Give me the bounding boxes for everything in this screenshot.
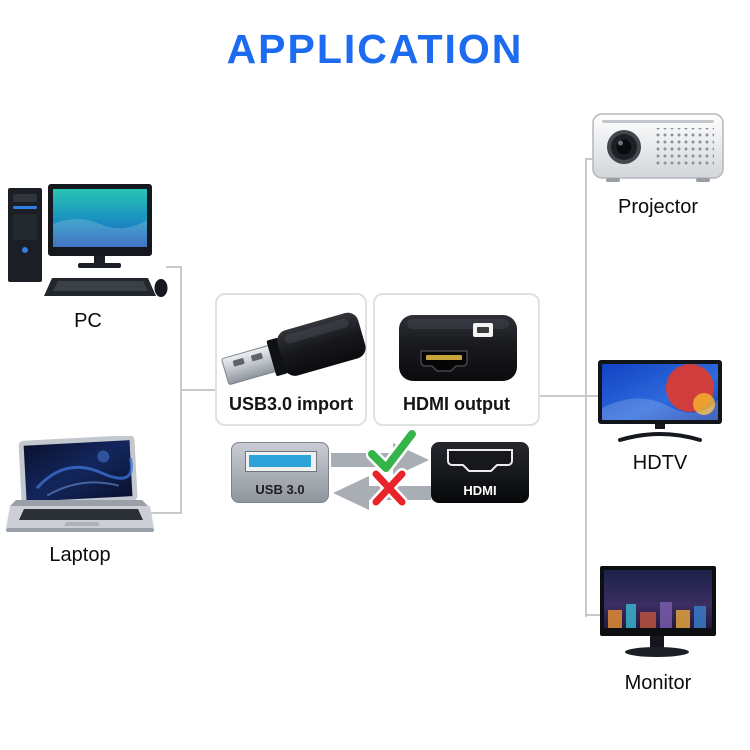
line-hdtv-connector — [540, 395, 602, 397]
hdtv-illustration — [598, 360, 722, 442]
hdmi-plug-label: HDMI — [463, 483, 497, 498]
pc-device: PC — [8, 184, 168, 333]
usb-adapter-photo-box: USB3.0 import — [215, 293, 367, 426]
usb-plug-icon: USB 3.0 — [231, 442, 329, 503]
projector-device: Projector — [592, 104, 724, 219]
line-hub-left-connector — [182, 389, 215, 391]
line-laptop-connector — [150, 512, 182, 514]
line-left-trunk — [180, 266, 182, 514]
monitor-label: Monitor — [624, 672, 692, 694]
hdmi-adapter-illustration — [399, 315, 517, 381]
monitor-device: Monitor — [600, 566, 716, 695]
usb-import-label: USB3.0 import — [228, 394, 354, 414]
projector-label: Projector — [617, 196, 699, 218]
page-title: APPLICATION — [226, 26, 524, 72]
usb-connector-tongue — [249, 455, 311, 467]
usb-plug-label: USB 3.0 — [255, 482, 305, 497]
projector-illustration — [592, 113, 724, 182]
check-icon — [366, 428, 418, 475]
line-pc-connector — [166, 266, 182, 268]
hdmi-plug-icon: HDMI — [431, 442, 529, 503]
laptop-label: Laptop — [49, 544, 111, 566]
laptop-illustration — [6, 436, 154, 532]
hdmi-connector-face — [447, 449, 513, 472]
monitor-illustration — [600, 566, 716, 657]
usb-connector-face — [245, 451, 317, 472]
pc-label: PC — [74, 310, 102, 332]
hdtv-device: HDTV — [598, 360, 722, 475]
usb-adapter-illustration — [221, 312, 366, 385]
line-monitor-connector — [587, 614, 605, 616]
hdtv-label: HDTV — [632, 452, 688, 474]
pc-illustration — [8, 184, 168, 297]
hdmi-adapter-photo-box: HDMI output — [373, 293, 540, 426]
laptop-device: Laptop — [6, 436, 154, 567]
hdmi-output-label: HDMI output — [403, 394, 510, 414]
line-right-trunk — [585, 158, 587, 617]
cross-icon — [370, 468, 408, 508]
